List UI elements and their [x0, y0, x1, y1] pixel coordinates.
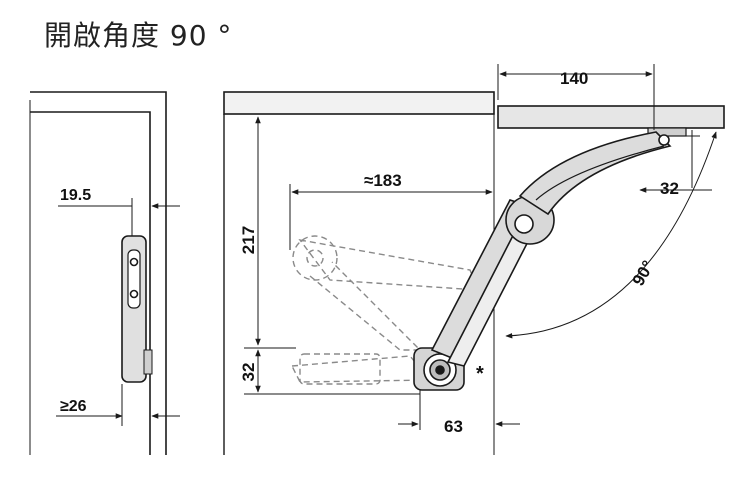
- open-lid-panel: [497, 105, 725, 129]
- dim-183-label: ≈183: [364, 171, 402, 190]
- dim-32-right-label: 32: [660, 179, 679, 198]
- dim-26-label: ≥26: [60, 398, 87, 415]
- asterisk-mark: *: [476, 363, 484, 385]
- side-view: [29, 91, 180, 455]
- diagram-title: 開啟角度 90 °: [44, 19, 233, 52]
- dim-63-label: 63: [444, 417, 463, 436]
- dim-90-label: 90°: [629, 257, 658, 289]
- main-view: [223, 64, 725, 455]
- opening-angle-arc: [505, 131, 717, 339]
- dim-140-label: 140: [560, 69, 588, 88]
- dim-19-5-label: 19.5: [60, 187, 91, 204]
- side-view-fitting: [121, 235, 153, 383]
- lift-arm: [430, 131, 672, 367]
- dim-32-bottom-label: 32: [239, 363, 258, 382]
- dim-217-label: 217: [239, 226, 258, 254]
- cabinet-top-panel: [223, 91, 495, 115]
- side-view-cabinet-top: [30, 91, 167, 455]
- side-view-cabinet-inner: [30, 111, 151, 455]
